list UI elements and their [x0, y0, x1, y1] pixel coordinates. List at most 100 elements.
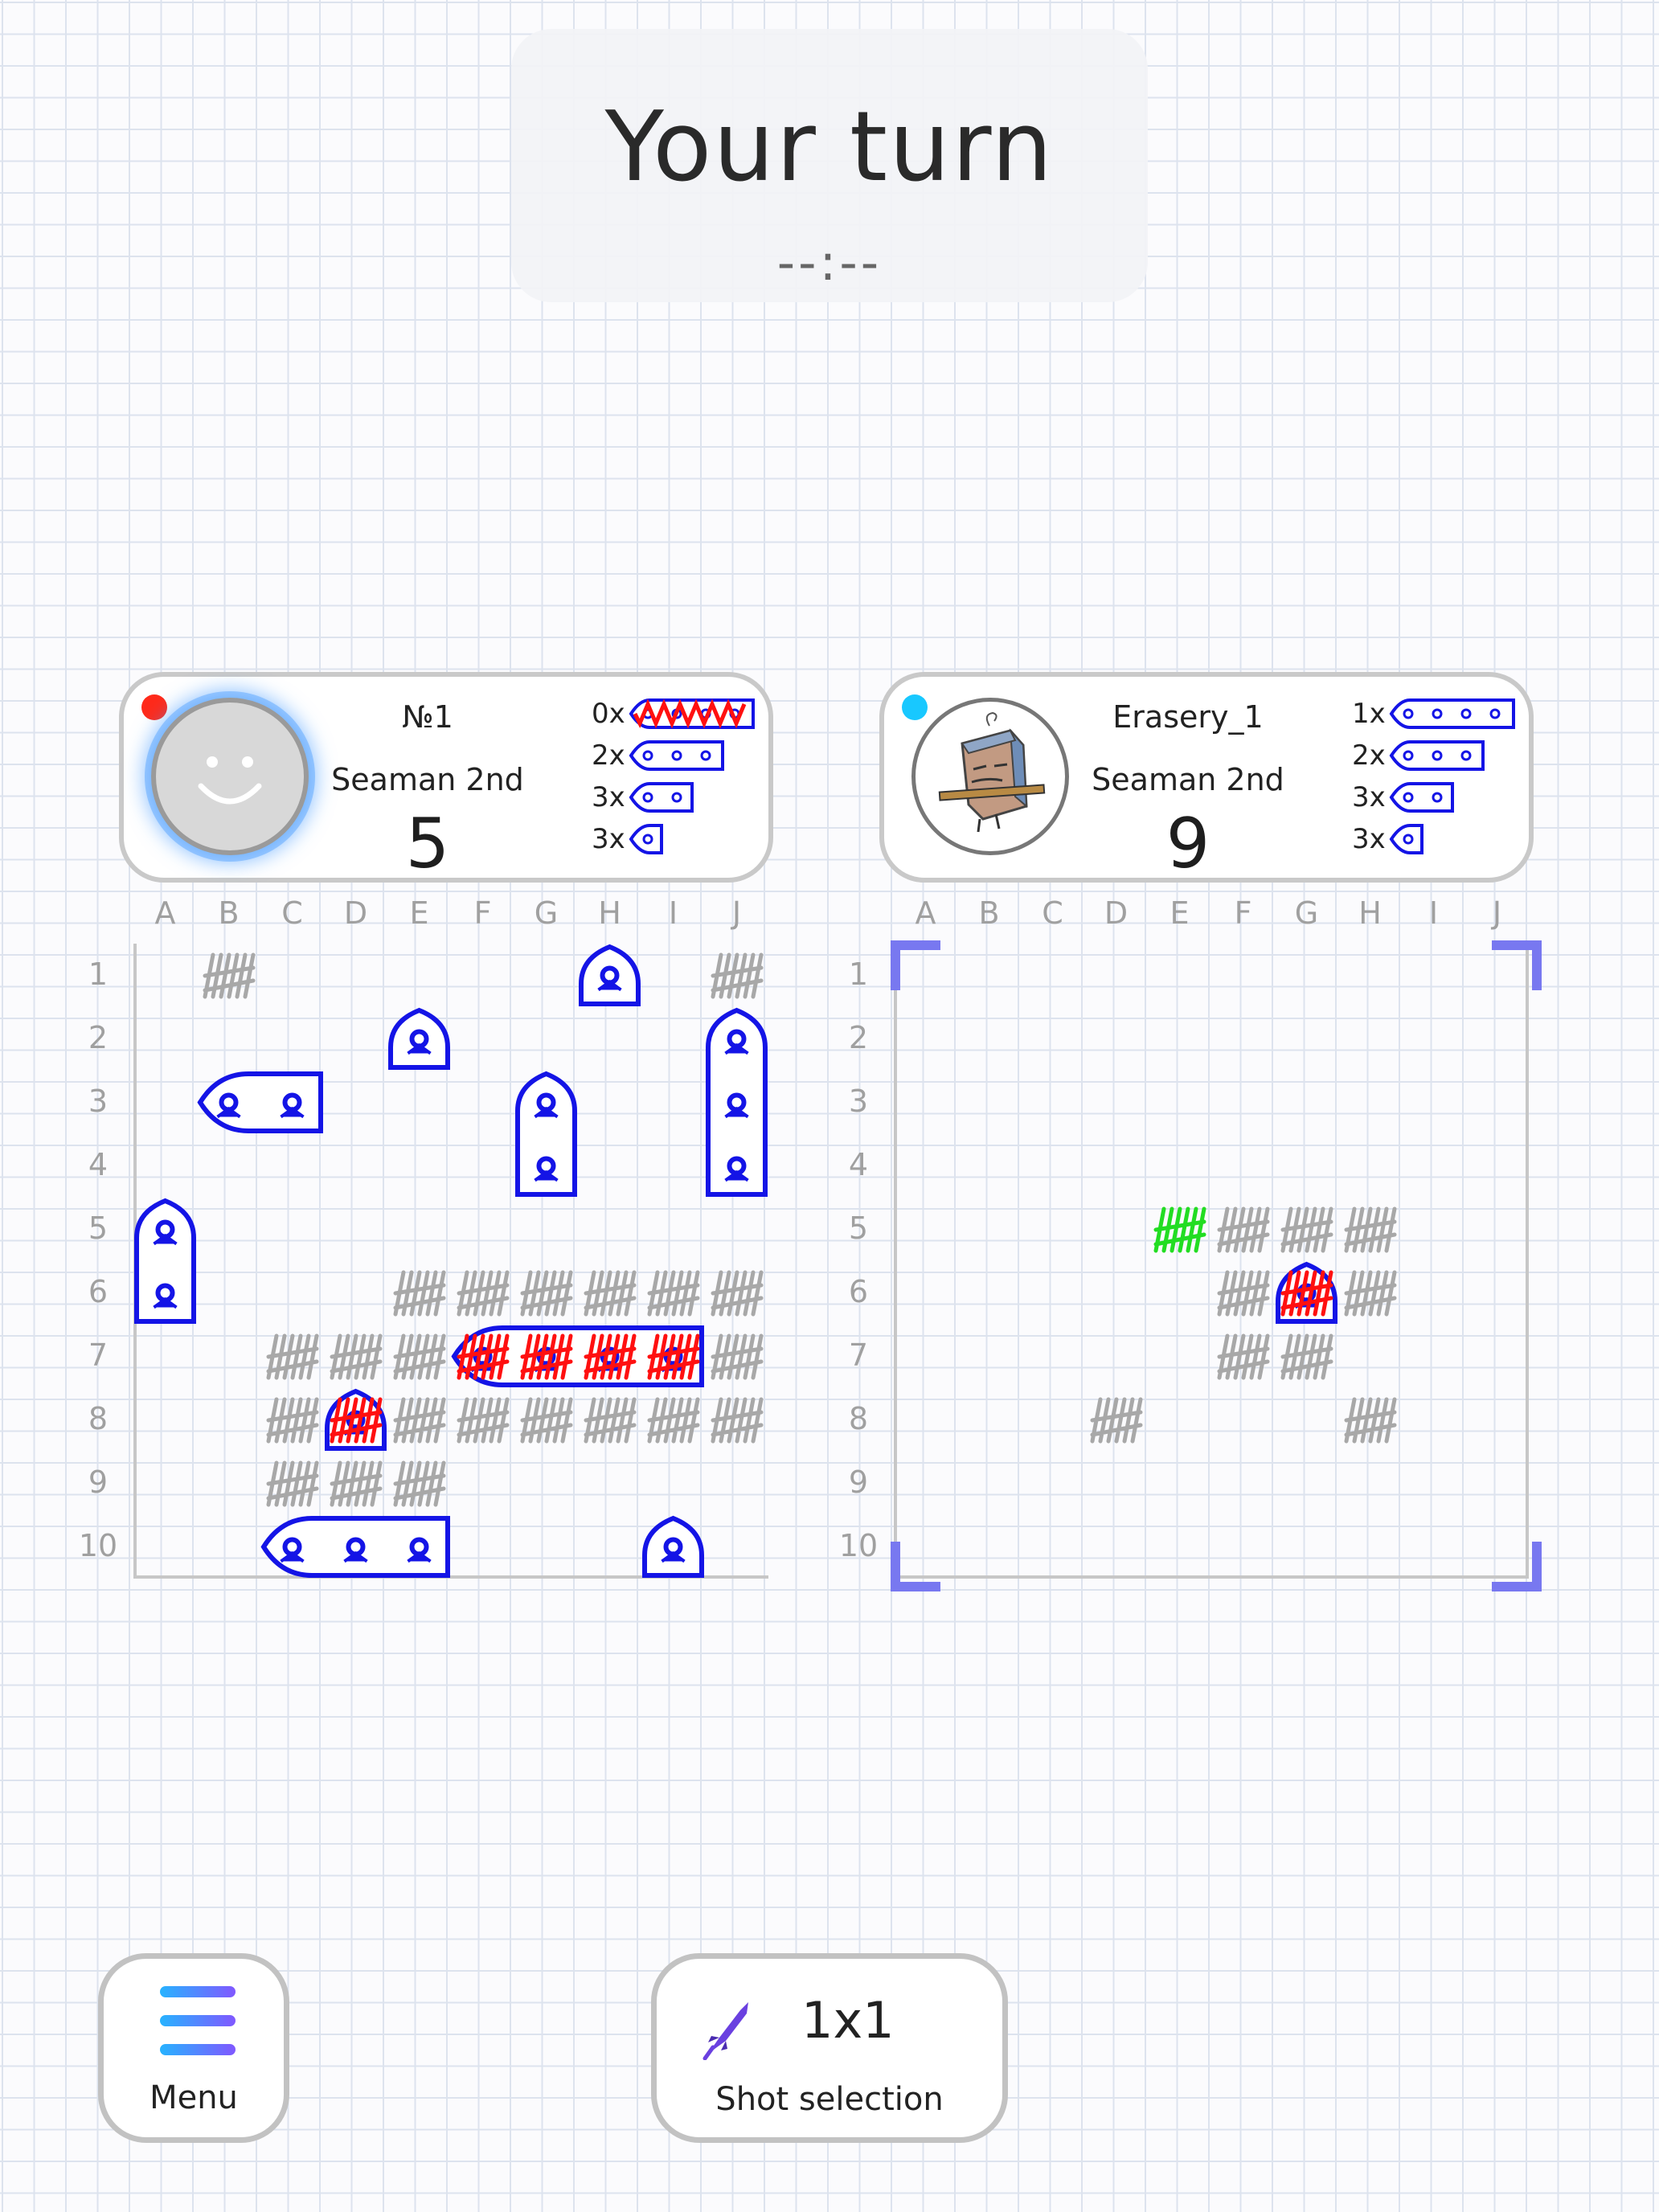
fleet-row: 3x	[1352, 778, 1530, 820]
row-label: 6	[848, 1274, 869, 1309]
row-label: 10	[78, 1528, 118, 1563]
miss-mark	[457, 1270, 510, 1317]
miss-mark	[647, 1397, 700, 1444]
row-label: 5	[88, 1210, 109, 1246]
fleet-row: 0x	[592, 694, 770, 736]
column-label: J	[731, 895, 742, 931]
miss-mark	[1344, 1270, 1397, 1317]
column-label: H	[598, 895, 621, 931]
fleet-count: 0x	[592, 698, 625, 730]
miss-mark	[393, 1460, 446, 1507]
eraser-character-avatar[interactable]	[911, 698, 1069, 855]
target-corner-top-left	[891, 940, 940, 990]
row-label: 4	[848, 1147, 869, 1182]
column-label: G	[1294, 895, 1319, 931]
row-label: 1	[848, 956, 869, 992]
miss-mark	[584, 1397, 637, 1444]
row-label: 6	[88, 1274, 109, 1309]
miss-mark	[1217, 1206, 1270, 1253]
miss-mark	[393, 1333, 446, 1380]
shot-selection-label: Shot selection	[715, 2081, 944, 2118]
opponent-rank: Seaman 2nd	[1092, 762, 1284, 797]
row-label: 8	[88, 1401, 109, 1436]
ship-icon	[629, 782, 694, 813]
smiley-avatar[interactable]	[151, 698, 309, 855]
ship-icon	[1389, 824, 1423, 854]
miss-mark	[1344, 1206, 1397, 1253]
player-rank: Seaman 2nd	[331, 762, 524, 797]
miss-mark	[1344, 1397, 1397, 1444]
fleet-count: 3x	[592, 823, 625, 855]
miss-mark	[1090, 1397, 1143, 1444]
miss-mark	[1217, 1270, 1270, 1317]
column-label: B	[218, 895, 240, 931]
menu-button[interactable]: Menu	[98, 1953, 289, 2143]
ship	[642, 1515, 704, 1578]
column-label: C	[281, 895, 303, 931]
ship	[260, 1516, 450, 1578]
row-label: 5	[848, 1210, 869, 1246]
column-label: F	[473, 895, 492, 931]
target-corner-bottom-left	[891, 1542, 940, 1591]
board-frame	[894, 944, 1529, 1579]
row-label: 2	[88, 1020, 109, 1055]
miss-mark	[393, 1270, 446, 1317]
hit-mark	[584, 1333, 637, 1380]
miss-mark	[266, 1460, 319, 1507]
status-dot	[902, 694, 928, 720]
fleet-count: 3x	[1352, 823, 1386, 855]
ship	[197, 1071, 323, 1133]
miss-mark	[520, 1397, 573, 1444]
row-label: 9	[848, 1464, 869, 1500]
target-corner-bottom-right	[1492, 1542, 1542, 1591]
shot-selection-button[interactable]: 1x1 Shot selection	[651, 1953, 1008, 2143]
smiley-icon	[198, 756, 262, 805]
ship	[579, 944, 641, 1006]
miss-mark	[457, 1397, 510, 1444]
ship	[706, 1007, 768, 1197]
ship	[515, 1071, 577, 1197]
hit-mark	[457, 1333, 510, 1380]
column-label: E	[1169, 895, 1190, 931]
miss-mark	[711, 1333, 764, 1380]
ship	[134, 1198, 196, 1324]
status-dot	[141, 694, 167, 720]
hit-mark	[647, 1333, 700, 1380]
column-label: A	[915, 895, 936, 931]
miss-mark	[330, 1333, 383, 1380]
fleet-count: 2x	[1352, 739, 1386, 772]
column-label: H	[1358, 895, 1382, 931]
row-label: 9	[88, 1464, 109, 1500]
ship	[388, 1007, 450, 1070]
column-label: I	[1428, 895, 1439, 931]
fleet-row: 1x	[1352, 694, 1530, 736]
miss-mark	[266, 1333, 319, 1380]
opponent-name: Erasery_1	[1112, 699, 1264, 735]
hit-mark	[520, 1333, 573, 1380]
menu-label: Menu	[150, 2079, 238, 2116]
column-label: A	[154, 895, 176, 931]
miss-mark	[203, 952, 256, 999]
column-label: I	[668, 895, 678, 931]
column-label: D	[1104, 895, 1129, 931]
fleet-count: 2x	[592, 739, 625, 772]
column-label: C	[1042, 895, 1063, 931]
miss-mark	[1280, 1333, 1333, 1380]
target-corner-top-right	[1492, 940, 1542, 990]
column-label: D	[343, 895, 368, 931]
column-label: B	[978, 895, 1000, 931]
row-label: 2	[848, 1020, 869, 1055]
miss-mark	[647, 1270, 700, 1317]
last-shot-mark	[1153, 1206, 1206, 1253]
fleet-row: 3x	[1352, 820, 1530, 862]
player-score: 5	[405, 804, 450, 884]
eraser-character-icon	[938, 711, 1046, 833]
ship-icon	[1389, 698, 1515, 729]
column-label: E	[409, 895, 429, 931]
ship-icon	[629, 698, 755, 729]
